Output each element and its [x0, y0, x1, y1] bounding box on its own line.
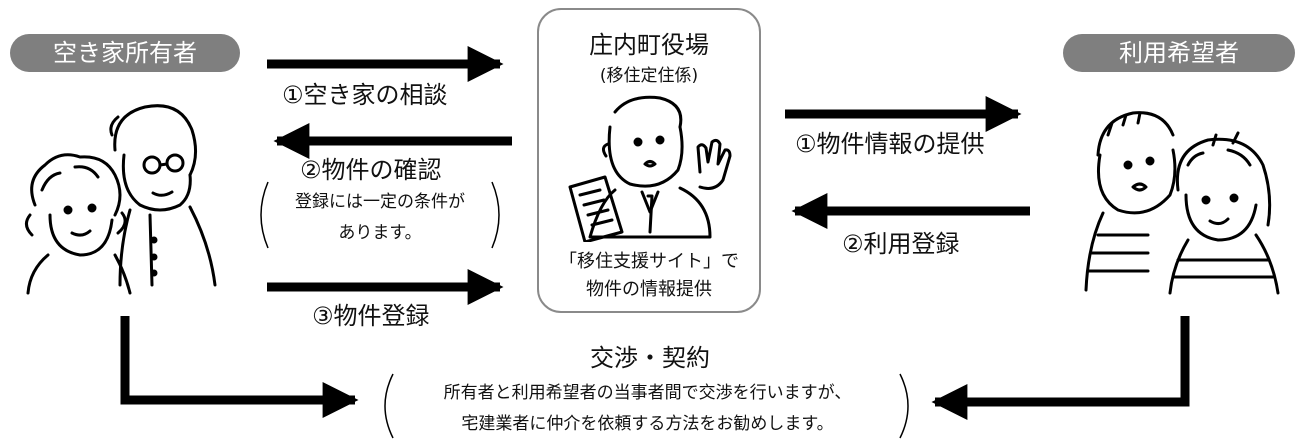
owner-label: 空き家所有者 [10, 34, 240, 72]
office-name: 庄内町役場 [589, 31, 709, 59]
connector-user-negotiation [931, 316, 1190, 420]
confirm-note-line1: 登録には一定の条件が [295, 192, 465, 212]
flow-consult-label: ①空き家の相談 [282, 81, 448, 109]
flow-user-register-label: ②利用登録 [842, 230, 960, 258]
office-staff-illustration [568, 95, 732, 242]
confirm-note-line2: あります。 [338, 223, 422, 243]
user-label: 利用希望者 [1063, 34, 1295, 72]
negotiation-line1: 所有者と利用希望者の当事者間で交渉を行いますが、 [443, 383, 852, 403]
flow-register-property-label: ③物件登録 [312, 302, 430, 330]
connector-owner-negotiation [120, 316, 359, 418]
office-department: (移住定住係) [599, 66, 699, 86]
office-caption-line2: 物件の情報提供 [586, 279, 712, 300]
negotiation-paren-right [899, 373, 909, 439]
user-couple-illustration [1084, 111, 1280, 295]
note-paren-left [260, 181, 269, 249]
owner-couple-illustration [25, 104, 217, 295]
office-caption-line1: 「移住支援サイト」で [559, 251, 739, 272]
flow-confirm-label: ②物件の確認 [300, 156, 442, 184]
note-paren-right [491, 181, 500, 249]
negotiation-paren-left [384, 373, 394, 439]
flow-provide-info-label: ①物件情報の提供 [795, 130, 985, 158]
negotiation-title: 交渉・契約 [590, 344, 710, 372]
negotiation-line2: 宅建業者に仲介を依頼する方法をお勧めします。 [461, 414, 834, 434]
